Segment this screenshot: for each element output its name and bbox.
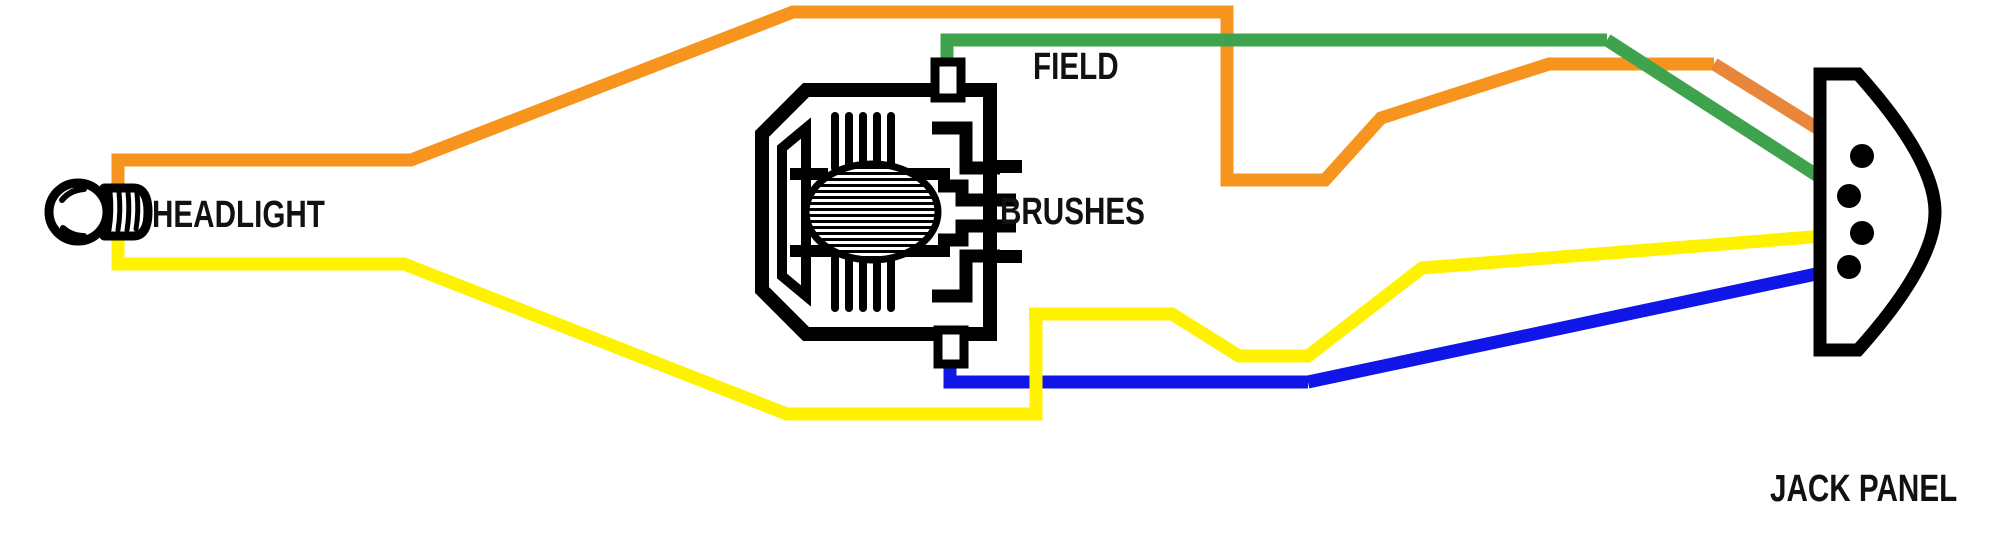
jack-terminal-4[interactable] (1837, 255, 1861, 279)
wire-green-field (940, 33, 1853, 202)
jack-terminal-2[interactable] (1837, 184, 1861, 208)
brush-terminal-lower (994, 250, 1022, 263)
label-headlight: HEADLIGHT (152, 194, 325, 236)
wire-yellow-crossing-segment (787, 314, 1043, 421)
jack-terminal-1[interactable] (1850, 144, 1874, 168)
field-top-terminal (930, 57, 966, 103)
label-jack-panel: JACK PANEL (1770, 468, 1958, 510)
jack-terminal-3[interactable] (1850, 221, 1874, 245)
generator-assembly (755, 57, 1022, 369)
brush-terminal-upper (994, 160, 1022, 173)
jack-panel (1813, 67, 1942, 357)
bulb-thread-lines (106, 189, 141, 233)
generator-bottom-terminal (933, 325, 969, 369)
headlight-bulb (44, 178, 153, 246)
label-brushes: BRUSHES (1000, 191, 1145, 233)
field-coil-lower (831, 252, 895, 312)
armature-core (802, 160, 942, 264)
label-field: FIELD (1033, 46, 1119, 88)
